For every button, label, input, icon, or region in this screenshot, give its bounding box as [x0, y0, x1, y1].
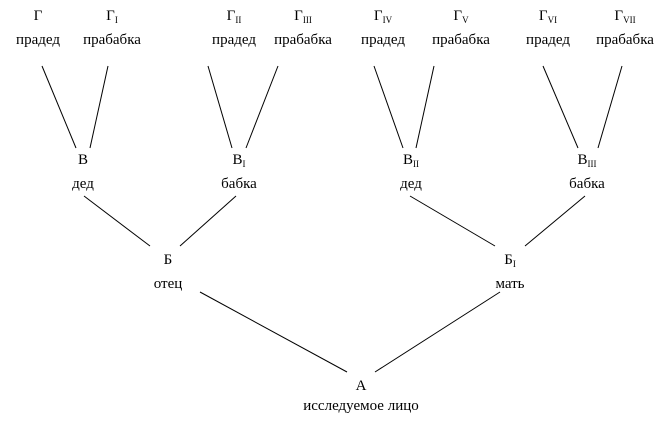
line-g4-v2	[373, 65, 404, 149]
line-v2-b1	[409, 195, 496, 247]
node-letter: Б	[504, 252, 513, 268]
node-letter: Г	[453, 8, 463, 24]
node-subscript: I	[242, 159, 246, 169]
line-g3-v1	[245, 65, 279, 149]
line-b0-a	[199, 291, 348, 373]
node-letter: Г	[226, 8, 236, 24]
node-letter: В	[232, 152, 243, 168]
node-role: прабабка	[274, 32, 332, 48]
node-role: прадед	[16, 32, 60, 48]
node-letter: В	[77, 152, 89, 168]
line-g2-v1	[207, 65, 233, 149]
node-letter: В	[402, 152, 414, 168]
line-b1-a	[374, 291, 501, 373]
node-letter: Г	[106, 8, 115, 24]
node-role: прадед	[361, 32, 405, 48]
node-subscript: V	[462, 15, 469, 25]
node-great-grandfather-iv: ГIV прадед	[361, 6, 405, 50]
node-letter: Г	[373, 8, 383, 24]
node-role: бабка	[221, 176, 257, 192]
line-v1-b0	[179, 195, 237, 247]
node-role: прабабка	[432, 32, 490, 48]
node-great-grandmother-iii: ГIII прабабка	[274, 6, 332, 50]
node-role: прабабка	[83, 32, 141, 48]
node-role: исследуемое лицо	[303, 398, 419, 414]
line-g5-v2	[415, 65, 435, 149]
node-letter: Г	[614, 8, 624, 24]
line-g1-v0	[89, 65, 109, 149]
node-letter: В	[577, 152, 588, 168]
node-great-grandfather-ii: ГII прадед	[212, 6, 256, 50]
node-letter: Б	[163, 252, 173, 268]
line-v3-b1	[524, 195, 586, 247]
node-role: прадед	[526, 32, 570, 48]
node-subscript: III	[587, 159, 597, 169]
node-subscript: III	[302, 15, 312, 25]
line-g6-v3	[542, 65, 579, 149]
node-subscript: I	[512, 259, 516, 269]
line-v0-b0	[83, 195, 151, 247]
node-subscript: II	[235, 15, 242, 25]
node-role: прабабка	[596, 32, 654, 48]
node-grandmother-iii: ВIII бабка	[569, 150, 605, 194]
node-role: дед	[400, 176, 422, 192]
node-great-grandfather-vi: ГVI прадед	[526, 6, 570, 50]
node-role: мать	[495, 276, 525, 292]
node-role: прадед	[212, 32, 256, 48]
node-grandfather-ii: ВII дед	[400, 150, 422, 194]
node-letter: Г	[294, 8, 303, 24]
node-subscript: VI	[547, 15, 558, 25]
node-great-grandmother-vii: ГVII прабабка	[596, 6, 654, 50]
line-g7-v3	[597, 65, 623, 149]
node-role: отец	[153, 276, 183, 292]
node-role: бабка	[569, 176, 605, 192]
node-subscript: II	[413, 159, 420, 169]
node-subscript: VII	[623, 15, 636, 25]
line-g0-v0	[41, 65, 77, 149]
node-letter: Г	[538, 8, 548, 24]
node-role: дед	[72, 176, 94, 192]
node-subscript: IV	[382, 15, 393, 25]
node-letter: А	[355, 378, 367, 394]
node-letter: Г	[33, 8, 43, 24]
node-subscript: I	[114, 15, 118, 25]
